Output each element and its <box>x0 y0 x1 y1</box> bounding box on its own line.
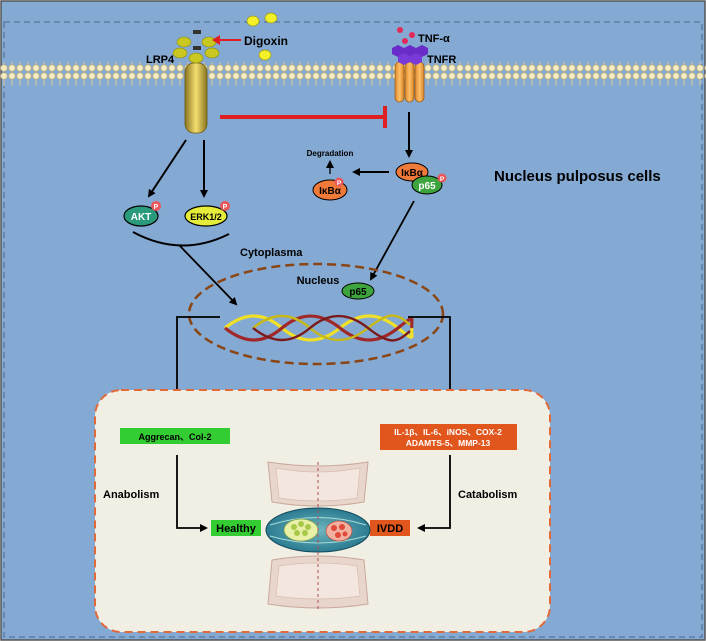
catabolism-label: Catabolism <box>458 489 518 501</box>
tnfr-label: TNFR <box>427 54 456 66</box>
arrow-catabolic-genes <box>408 316 454 417</box>
erk-phospho: P <box>223 204 228 211</box>
arrow-catabolism <box>417 455 451 532</box>
anabolic-genes-label: Aggrecan、Col-2 <box>138 432 211 442</box>
tnfr-receptor <box>392 45 428 103</box>
nucleus-envelope <box>187 262 445 366</box>
anabolic-genes-box <box>120 428 230 444</box>
ikb-free-node: IκBα P <box>312 177 348 201</box>
arrow-lrp4-akt <box>147 139 187 198</box>
akt-phospho: P <box>154 204 159 211</box>
akt-label: AKT <box>131 212 152 223</box>
catabolic-genes-line1: IL-1β、IL-6、iNOS、COX-2 <box>394 427 502 437</box>
lrp4-label: LRP4 <box>146 54 175 66</box>
cytoplasma-label: Cytoplasma <box>240 247 303 259</box>
healthy-box <box>211 520 261 536</box>
p65-phospho: P <box>440 176 445 183</box>
tnf-alpha-label: TNF-α <box>418 33 450 45</box>
digoxin-molecules <box>246 12 278 61</box>
tnf-alpha-molecules <box>397 27 415 44</box>
ikb-free-label: IκBα <box>319 186 342 197</box>
arrow-anabolic-genes <box>173 316 220 417</box>
ivdd-box <box>370 520 410 536</box>
akt-node: AKT P <box>123 201 161 227</box>
ikb-bound-label: IκBα <box>401 168 424 179</box>
cell-membrane <box>0 62 706 86</box>
p65-nuc-label: p65 <box>349 287 367 298</box>
ikb-phospho: P <box>337 180 342 187</box>
p65-nucleus-node: p65 <box>341 282 375 300</box>
arrow-to-nucleus <box>179 245 238 306</box>
nucleus-label: Nucleus <box>297 275 340 287</box>
ikb-p65-complex: IκBα p65 P <box>395 162 447 195</box>
ivdd-label: IVDD <box>377 523 403 535</box>
catabolic-genes-line2: ADAMTS-5、MMP-13 <box>406 438 491 448</box>
catabolic-genes-box <box>380 424 517 450</box>
cell-label: Nucleus pulposus cells <box>494 168 661 185</box>
erk-node: ERK1/2 P <box>184 201 230 227</box>
intervertebral-disc-illustration <box>265 461 371 610</box>
digoxin-label: Digoxin <box>244 34 288 48</box>
erk-label: ERK1/2 <box>190 212 222 222</box>
lrp4-receptor <box>172 30 220 134</box>
degradation-label: Degradation <box>307 149 354 158</box>
akt-erk-bracket <box>132 231 230 247</box>
digoxin-arrowhead <box>212 35 220 45</box>
cell-boundary <box>3 21 703 638</box>
arrow-anabolism <box>176 455 208 532</box>
healthy-label: Healthy <box>216 523 257 535</box>
arrow-p65-translocation <box>370 200 415 281</box>
dna-helix <box>224 314 414 342</box>
p65-cyto-label: p65 <box>418 181 436 192</box>
anabolism-label: Anabolism <box>103 489 159 501</box>
